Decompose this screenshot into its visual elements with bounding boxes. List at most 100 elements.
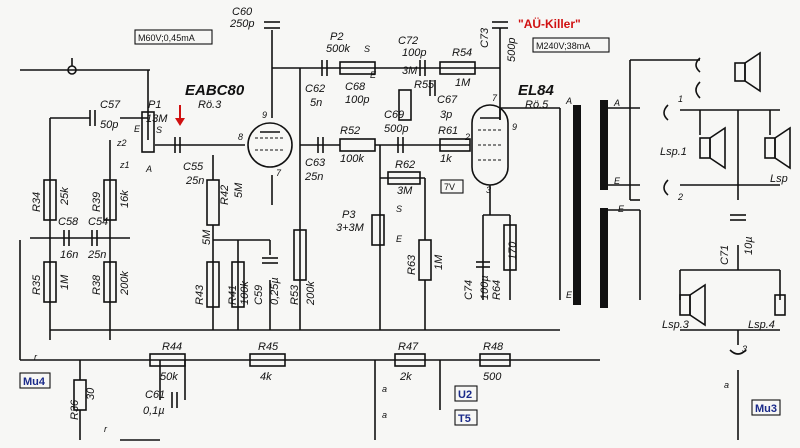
- r62-label: R62: [395, 159, 415, 171]
- lsp4-label: Lsp.4: [748, 319, 775, 331]
- c73-value: 500p: [506, 38, 518, 62]
- r39-label: R39: [91, 192, 103, 212]
- r61-value: 1k: [440, 153, 452, 165]
- c73-label: C73: [479, 27, 491, 48]
- p3-e: E: [396, 234, 403, 244]
- c61-label: C61: [145, 389, 165, 401]
- r38-value: 200k: [119, 271, 131, 296]
- p3-value: 3+3M: [336, 222, 365, 234]
- r34-value: 25k: [59, 187, 71, 206]
- c67-label: C67: [437, 94, 458, 106]
- r41-value: 100k: [239, 281, 251, 305]
- jack-3: 3: [742, 344, 747, 354]
- r34-label: R34: [31, 192, 43, 212]
- r62-value: 3M: [397, 185, 413, 197]
- c68-value: 100p: [345, 94, 369, 106]
- switch-a2: a: [382, 410, 387, 420]
- pin-z2: z2: [116, 138, 127, 148]
- trafo-a1: A: [565, 96, 572, 106]
- mu3-label: Mu3: [755, 403, 777, 415]
- el84-pin-7: 7: [492, 93, 498, 103]
- c74-value: 100µ: [479, 275, 491, 300]
- title-label: "AÜ-Killer": [518, 16, 581, 31]
- r64-label: R64: [491, 280, 503, 300]
- switch-r1: r: [34, 352, 38, 362]
- v7-label: 7V: [444, 182, 455, 192]
- c57-label: C57: [100, 99, 121, 111]
- lsp3-label: Lsp.3: [662, 319, 690, 331]
- speakers: [679, 51, 791, 327]
- r47-value: 2k: [399, 371, 412, 383]
- r39-value: 16k: [119, 190, 131, 208]
- r52-label: R52: [340, 125, 360, 137]
- trafo-e2: E: [618, 204, 625, 214]
- lsp1-label: Lsp.1: [660, 146, 687, 158]
- c59-label: C59: [253, 285, 265, 305]
- r41-label: R41: [227, 285, 239, 305]
- mu4-label: Mu4: [23, 376, 46, 388]
- jack-1: 1: [678, 94, 683, 104]
- c69-label: C69: [384, 109, 404, 121]
- c71-label: C71: [719, 245, 731, 265]
- red-arrow-icon: [175, 105, 185, 126]
- capacitors: [63, 21, 746, 408]
- p2-value: 500k: [326, 43, 350, 55]
- p2-e: E: [370, 70, 377, 80]
- c68-label: C68: [345, 81, 366, 93]
- p1-value: 13M: [146, 113, 168, 125]
- tube-el84-ref: Rö.5: [525, 99, 549, 111]
- r54-label: R54: [452, 47, 472, 59]
- tube-el84-label: EL84: [518, 82, 555, 99]
- c72-label: C72: [398, 35, 418, 47]
- tube-eabc80: [247, 122, 293, 168]
- c55-value: 25n: [185, 175, 204, 187]
- m60-label: M60V;0,45mA: [138, 33, 195, 43]
- resistors: [43, 61, 517, 411]
- r38-label: R38: [91, 274, 103, 295]
- r63-label: R63: [406, 254, 418, 275]
- c54-label: C54: [88, 216, 108, 228]
- r44-value: 50k: [160, 371, 178, 383]
- el84-pin-2: 2: [464, 132, 470, 142]
- switch-r2: r: [104, 424, 108, 434]
- r36-value: 30: [85, 387, 97, 400]
- r45-value: 4k: [260, 371, 272, 383]
- r54-value: 1M: [455, 77, 471, 89]
- r42-label: R42: [219, 185, 231, 205]
- u2-label: U2: [458, 389, 472, 401]
- c71-value: 10µ: [743, 236, 755, 255]
- c69-value: 500p: [384, 123, 408, 135]
- r48-value: 500: [483, 371, 502, 383]
- tube-el84: [471, 104, 509, 186]
- m240-label: M240V;38mA: [536, 41, 590, 51]
- switch-a1: a: [382, 384, 387, 394]
- r47-label: R47: [398, 341, 419, 353]
- wiring: [19, 28, 781, 441]
- c59-value: 0,25µ: [269, 277, 281, 305]
- t5-label: T5: [458, 413, 471, 425]
- r52-value: 100k: [340, 153, 364, 165]
- lsp2-label: Lsp: [770, 173, 788, 185]
- pin-9: 9: [262, 110, 267, 120]
- p3-label: P3: [342, 209, 356, 221]
- c60-value: 250p: [229, 18, 254, 30]
- r35-value: 1M: [59, 274, 71, 290]
- c58-label: C58: [58, 216, 79, 228]
- c57-value: 50p: [100, 119, 118, 131]
- r61-label: R61: [438, 125, 458, 137]
- c55-label: C55: [183, 161, 204, 173]
- tube-eabc80-label: EABC80: [185, 82, 245, 99]
- c63-value: 25n: [304, 171, 323, 183]
- c54-value: 25n: [87, 249, 106, 261]
- p1-a: A: [145, 164, 152, 174]
- p2-label: P2: [330, 31, 343, 43]
- r35-label: R35: [31, 274, 43, 295]
- ground-symbol: [67, 58, 77, 75]
- c62-value: 5n: [310, 97, 322, 109]
- r44-label: R44: [162, 341, 182, 353]
- switch-a3: a: [724, 380, 729, 390]
- r53-label: R53: [289, 284, 301, 305]
- c67-value: 3p: [440, 109, 452, 121]
